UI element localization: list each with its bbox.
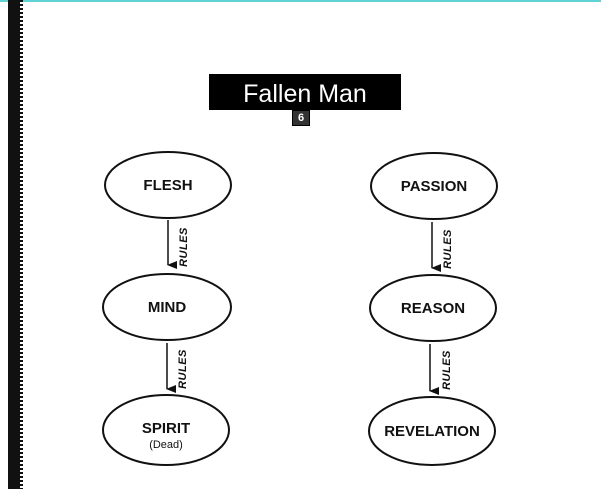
node-spirit-label: SPIRIT [142, 420, 190, 437]
node-revelation-label: REVELATION [384, 423, 480, 440]
edge-reason-revelation-label: RULES [441, 350, 453, 390]
node-flesh-label: FLESH [143, 177, 192, 194]
node-flesh [104, 151, 232, 219]
node-passion [370, 152, 498, 220]
page-number-badge: 6 [292, 110, 310, 126]
edge-flesh-mind-label: RULES [178, 227, 190, 267]
title-box [209, 74, 401, 110]
top-border [0, 0, 601, 2]
node-revelation [368, 396, 496, 466]
node-spirit [102, 394, 230, 466]
node-spirit-sublabel: (Dead) [149, 439, 183, 451]
left-page-edge-texture [20, 0, 23, 489]
edge-mind-spirit-label: RULES [177, 349, 189, 389]
left-page-edge [8, 0, 22, 489]
node-reason-label: REASON [401, 300, 465, 317]
node-mind [102, 273, 232, 341]
node-mind-label: MIND [148, 299, 186, 316]
node-reason [369, 274, 497, 342]
diagram-title: Fallen Man [243, 80, 367, 108]
node-passion-label: PASSION [401, 178, 467, 195]
edge-passion-reason-label: RULES [442, 229, 454, 269]
